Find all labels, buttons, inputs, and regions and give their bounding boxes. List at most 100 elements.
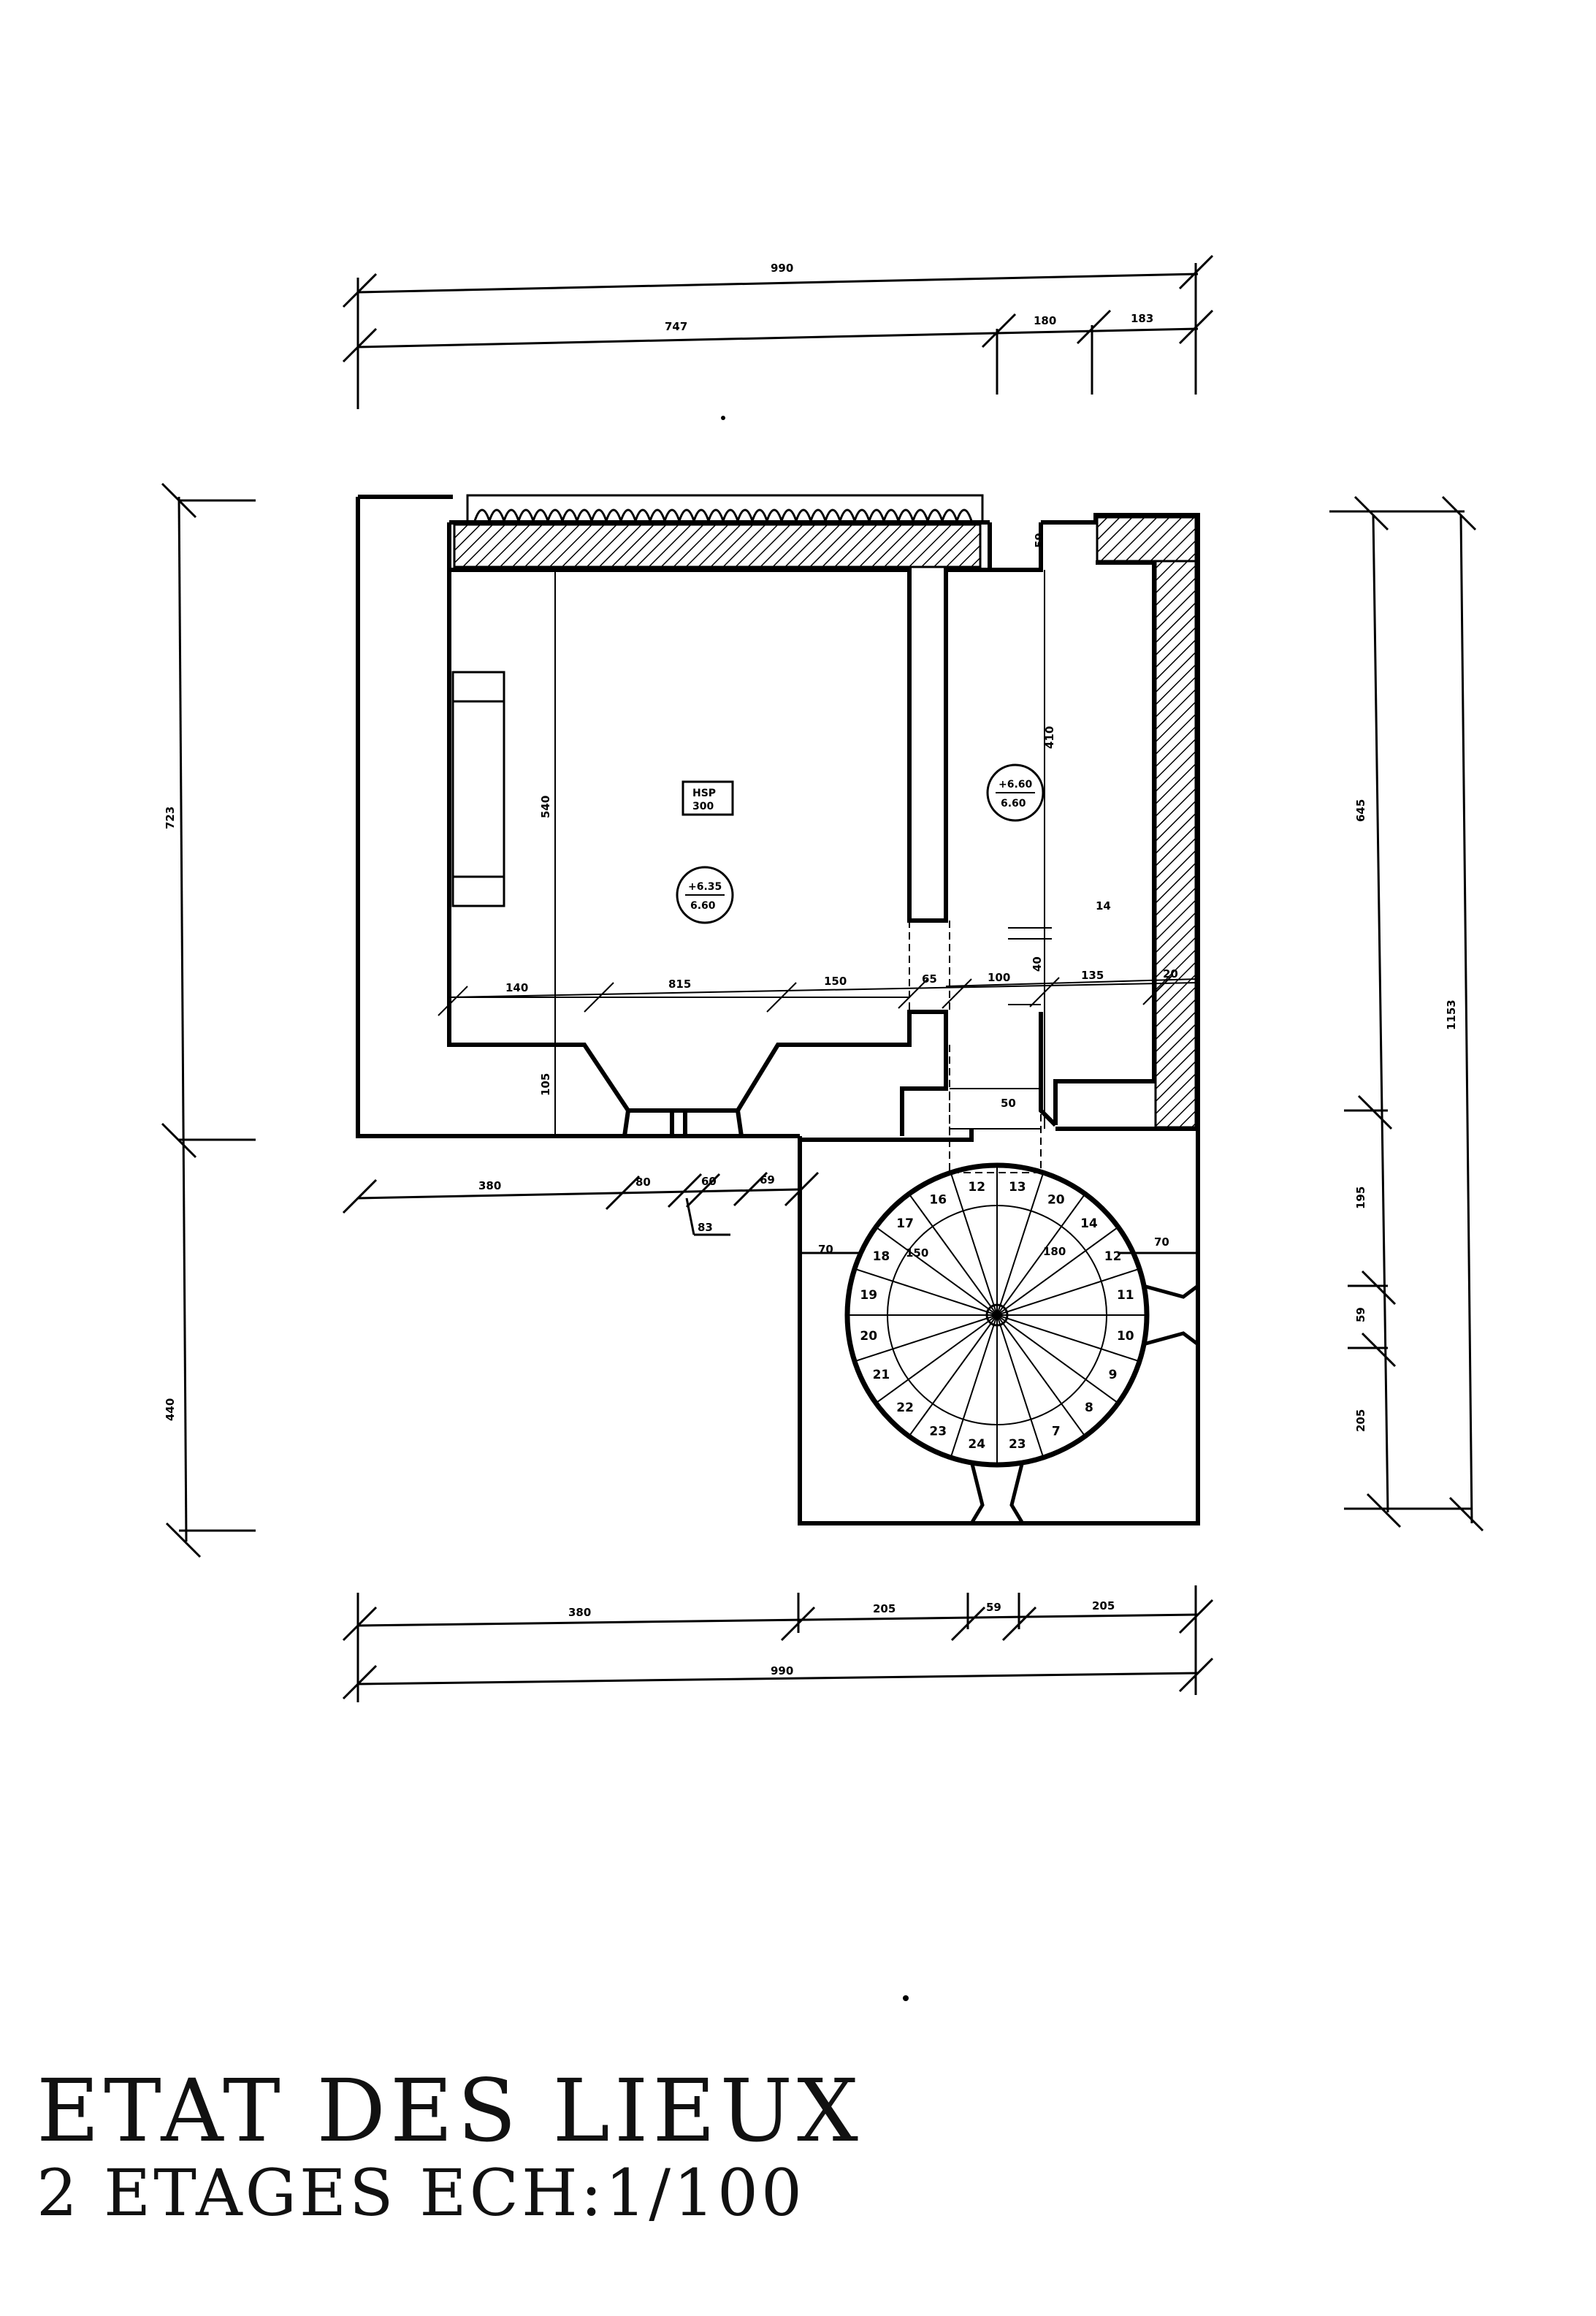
bottom-dimensions — [342, 1585, 1214, 1702]
stair-tread — [996, 1314, 1140, 1363]
stair-step-number: 20 — [860, 1329, 877, 1344]
dim-bottom-b: 205 — [873, 1602, 896, 1615]
stair-step-number: 12 — [1104, 1249, 1122, 1264]
right-dimensions — [1329, 495, 1484, 1532]
dim-right-d: 205 — [1354, 1409, 1367, 1432]
dim-lower-b: 80 — [635, 1176, 651, 1189]
dim-stub-6: 70 — [1154, 1235, 1169, 1249]
stair-tread — [875, 1314, 998, 1404]
hatched-wall-right-top — [1096, 516, 1197, 563]
hsp-box — [681, 780, 734, 816]
roof-tiles — [466, 494, 984, 525]
stair-tread — [854, 1314, 998, 1363]
dim-row-e: 100 — [988, 971, 1010, 984]
level-b-top: +6.60 — [999, 779, 1033, 791]
stair-tread — [996, 1226, 1119, 1316]
stair-step-number: 14 — [1080, 1216, 1098, 1231]
stair-tread — [950, 1314, 998, 1458]
dim-row-c: 150 — [824, 975, 847, 988]
dim-corridor-height: 410 — [1043, 726, 1056, 749]
hsp-value: 300 — [692, 801, 714, 812]
alcove — [451, 671, 505, 907]
stair-step-number: 19 — [860, 1288, 877, 1303]
dim-row-a: 140 — [505, 981, 528, 994]
dim-lower-a: 380 — [478, 1179, 501, 1192]
stair-step-number: 7 — [1052, 1425, 1061, 1439]
dim-right-b: 195 — [1354, 1186, 1367, 1209]
stair-step-number: 20 — [1047, 1192, 1065, 1207]
stair-tread — [908, 1193, 998, 1316]
dim-bottom-c: 59 — [986, 1601, 1001, 1614]
level-marker-a — [676, 866, 734, 924]
dim-top-b: 180 — [1034, 314, 1056, 327]
spiral-staircase — [844, 1088, 1199, 1525]
drawing-subtitle: 2 ETAGES ECH:1/100 — [37, 2155, 805, 2231]
dim-lower-c: 60 — [701, 1175, 717, 1188]
stair-step-number: 18 — [873, 1249, 890, 1264]
hsp-label: HSP — [692, 788, 716, 799]
dim-lower-d: 69 — [760, 1173, 775, 1186]
dim-bottom-total: 990 — [771, 1664, 793, 1677]
stair-tread — [996, 1314, 1086, 1437]
level-b-bottom: 6.60 — [1001, 798, 1026, 810]
dim-row-b: 815 — [668, 978, 691, 991]
top-dimensions — [342, 254, 1214, 409]
speck — [903, 1995, 909, 2001]
dim-bottom-a: 380 — [568, 1606, 591, 1619]
stair-step-number: 8 — [1085, 1401, 1093, 1415]
dim-right-a: 645 — [1354, 799, 1367, 822]
dim-row-g: 20 — [1163, 967, 1178, 980]
dim-stub-7: 40 — [1031, 956, 1044, 972]
stair-step-number: 13 — [1009, 1180, 1026, 1195]
dim-row-d: 65 — [922, 972, 937, 986]
interior-lines — [449, 570, 1199, 1136]
stair-step-number: 23 — [1009, 1437, 1026, 1452]
stair-tread — [875, 1226, 998, 1316]
stair-tread — [950, 1172, 998, 1316]
dim-room-height: 540 — [539, 796, 552, 818]
stair-step-number: 22 — [896, 1401, 914, 1415]
dim-top-a: 747 — [665, 320, 687, 333]
level-a-bottom: 6.60 — [690, 900, 716, 912]
stair-tread — [996, 1193, 1086, 1316]
left-dimensions — [161, 482, 256, 1558]
drawing-title: ETAT DES LIEUX — [37, 2060, 863, 2161]
dim-row-f: 135 — [1081, 969, 1104, 982]
stair-tread — [996, 1314, 1045, 1458]
stair-label-b: 180 — [1043, 1245, 1066, 1258]
stair-step-number: 16 — [929, 1192, 947, 1207]
stair-step-number: 21 — [873, 1368, 890, 1382]
dashed-lines — [503, 731, 950, 1140]
stair-step-number: 12 — [968, 1180, 985, 1195]
stair-tread — [854, 1268, 998, 1316]
stair-tread — [908, 1314, 998, 1437]
hatched-wall-top — [453, 523, 982, 568]
stair-step-number: 17 — [896, 1216, 914, 1231]
hatched-wall-right — [1154, 560, 1197, 1129]
stair-step-number: 24 — [968, 1437, 985, 1452]
level-marker-b — [986, 763, 1045, 822]
stair-tread — [996, 1172, 1045, 1316]
dim-left-lower: 440 — [164, 1398, 177, 1421]
stair-step-number: 23 — [929, 1425, 947, 1439]
speck — [721, 416, 725, 420]
stair-tread — [996, 1314, 1119, 1404]
dim-right-c: 59 — [1354, 1307, 1367, 1322]
stair-step-number: 10 — [1117, 1329, 1134, 1344]
dim-right-total: 1153 — [1445, 999, 1458, 1030]
dim-bottom-d: 205 — [1092, 1599, 1115, 1612]
dim-left-upper: 723 — [164, 807, 177, 829]
dim-stub-3: 14 — [1096, 899, 1111, 913]
dim-top-c: 183 — [1131, 312, 1153, 325]
dim-lower-e: 83 — [698, 1221, 713, 1234]
dim-top-total: 990 — [771, 262, 793, 275]
stair-step-number: 9 — [1109, 1368, 1118, 1382]
dim-stub-1: 105 — [539, 1073, 552, 1096]
level-a-top: +6.35 — [688, 881, 722, 893]
dim-stub-2: 59 — [1033, 533, 1046, 548]
row-dimensions — [438, 975, 1199, 1016]
stair-label-a: 150 — [906, 1246, 928, 1260]
stair-tread — [996, 1268, 1140, 1316]
